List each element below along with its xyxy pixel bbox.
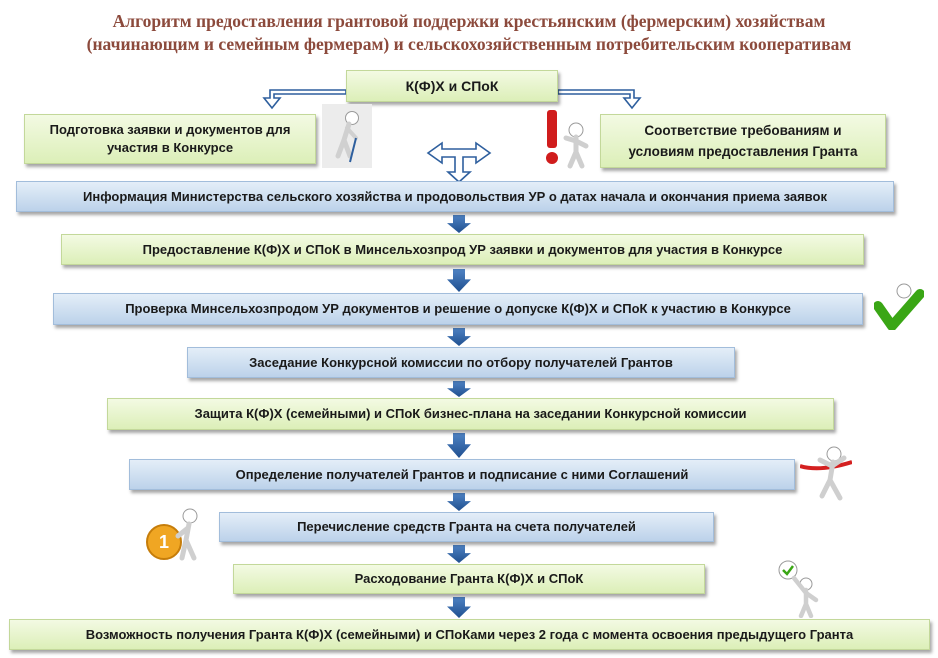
title-line-1: Алгоритм предоставления грантовой поддер… (112, 11, 826, 31)
step-7-label: Перечисление средств Гранта на счета пол… (297, 519, 636, 534)
preparation-box: Подготовка заявки и документов для участ… (24, 114, 316, 164)
step-9-label: Возможность получения Гранта К(Ф)Х (семе… (85, 626, 854, 642)
step-8-box: Расходование Гранта К(Ф)Х и СПоК (233, 564, 705, 594)
coin-figure-icon: 1 (146, 508, 198, 561)
step-5-label: Защита К(Ф)Х (семейными) и СПоК бизнес-п… (194, 406, 747, 421)
step-1-label: Информация Министерства сельского хозяйс… (83, 188, 827, 204)
title-line-2: (начинающим и семейным фермерам) и сельс… (86, 34, 852, 54)
step-2-label: Предоставление К(Ф)Х и СПоК в Минсельхоз… (142, 241, 783, 257)
step-3-box: Проверка Минсельхозпродом УР документов … (53, 293, 863, 325)
down-arrow-2 (447, 269, 471, 292)
preparation-box-label: Подготовка заявки и документов для участ… (49, 122, 291, 155)
step-8-label: Расходование Гранта К(Ф)Х и СПоК (354, 571, 584, 586)
down-arrow-1 (447, 215, 471, 233)
checkmark-figure-icon (874, 283, 924, 330)
check-sign-figure-icon (778, 560, 819, 618)
elbow-arrow-right (557, 89, 642, 110)
requirements-box-label: Соответствие требованиям и условиям пред… (628, 123, 858, 159)
step-9-box: Возможность получения Гранта К(Ф)Х (семе… (9, 619, 930, 650)
step-4-label: Заседание Конкурсной комиссии по отбору … (249, 354, 673, 370)
step-6-box: Определение получателей Грантов и подпис… (129, 459, 795, 490)
step-5-box: Защита К(Ф)Х (семейными) и СПоК бизнес-п… (107, 398, 834, 430)
golfer-figure-icon (322, 104, 372, 168)
down-arrow-4 (447, 381, 471, 397)
top-box-label: К(Ф)Х и СПоК (405, 78, 499, 94)
down-arrow-3 (447, 328, 471, 346)
exclamation-figure-icon (546, 110, 589, 169)
step-1-box: Информация Министерства сельского хозяйс… (16, 181, 894, 212)
step-2-box: Предоставление К(Ф)Х и СПоК в Минсельхоз… (61, 234, 864, 265)
finish-line-figure-icon (800, 446, 852, 501)
step-3-label: Проверка Минсельхозпродом УР документов … (125, 301, 791, 316)
three-way-arrow (426, 141, 492, 184)
step-6-label: Определение получателей Грантов и подпис… (235, 466, 689, 482)
svg-text:1: 1 (159, 532, 169, 552)
step-7-box: Перечисление средств Гранта на счета пол… (219, 512, 714, 542)
down-arrow-6 (447, 493, 471, 511)
down-arrow-8 (447, 597, 471, 618)
requirements-box: Соответствие требованиям и условиям пред… (600, 114, 886, 168)
elbow-arrow-left (262, 89, 347, 110)
top-box-kfh-spok: К(Ф)Х и СПоК (346, 70, 558, 102)
step-4-box: Заседание Конкурсной комиссии по отбору … (187, 347, 735, 378)
down-arrow-7 (447, 545, 471, 563)
down-arrow-5 (447, 433, 471, 458)
